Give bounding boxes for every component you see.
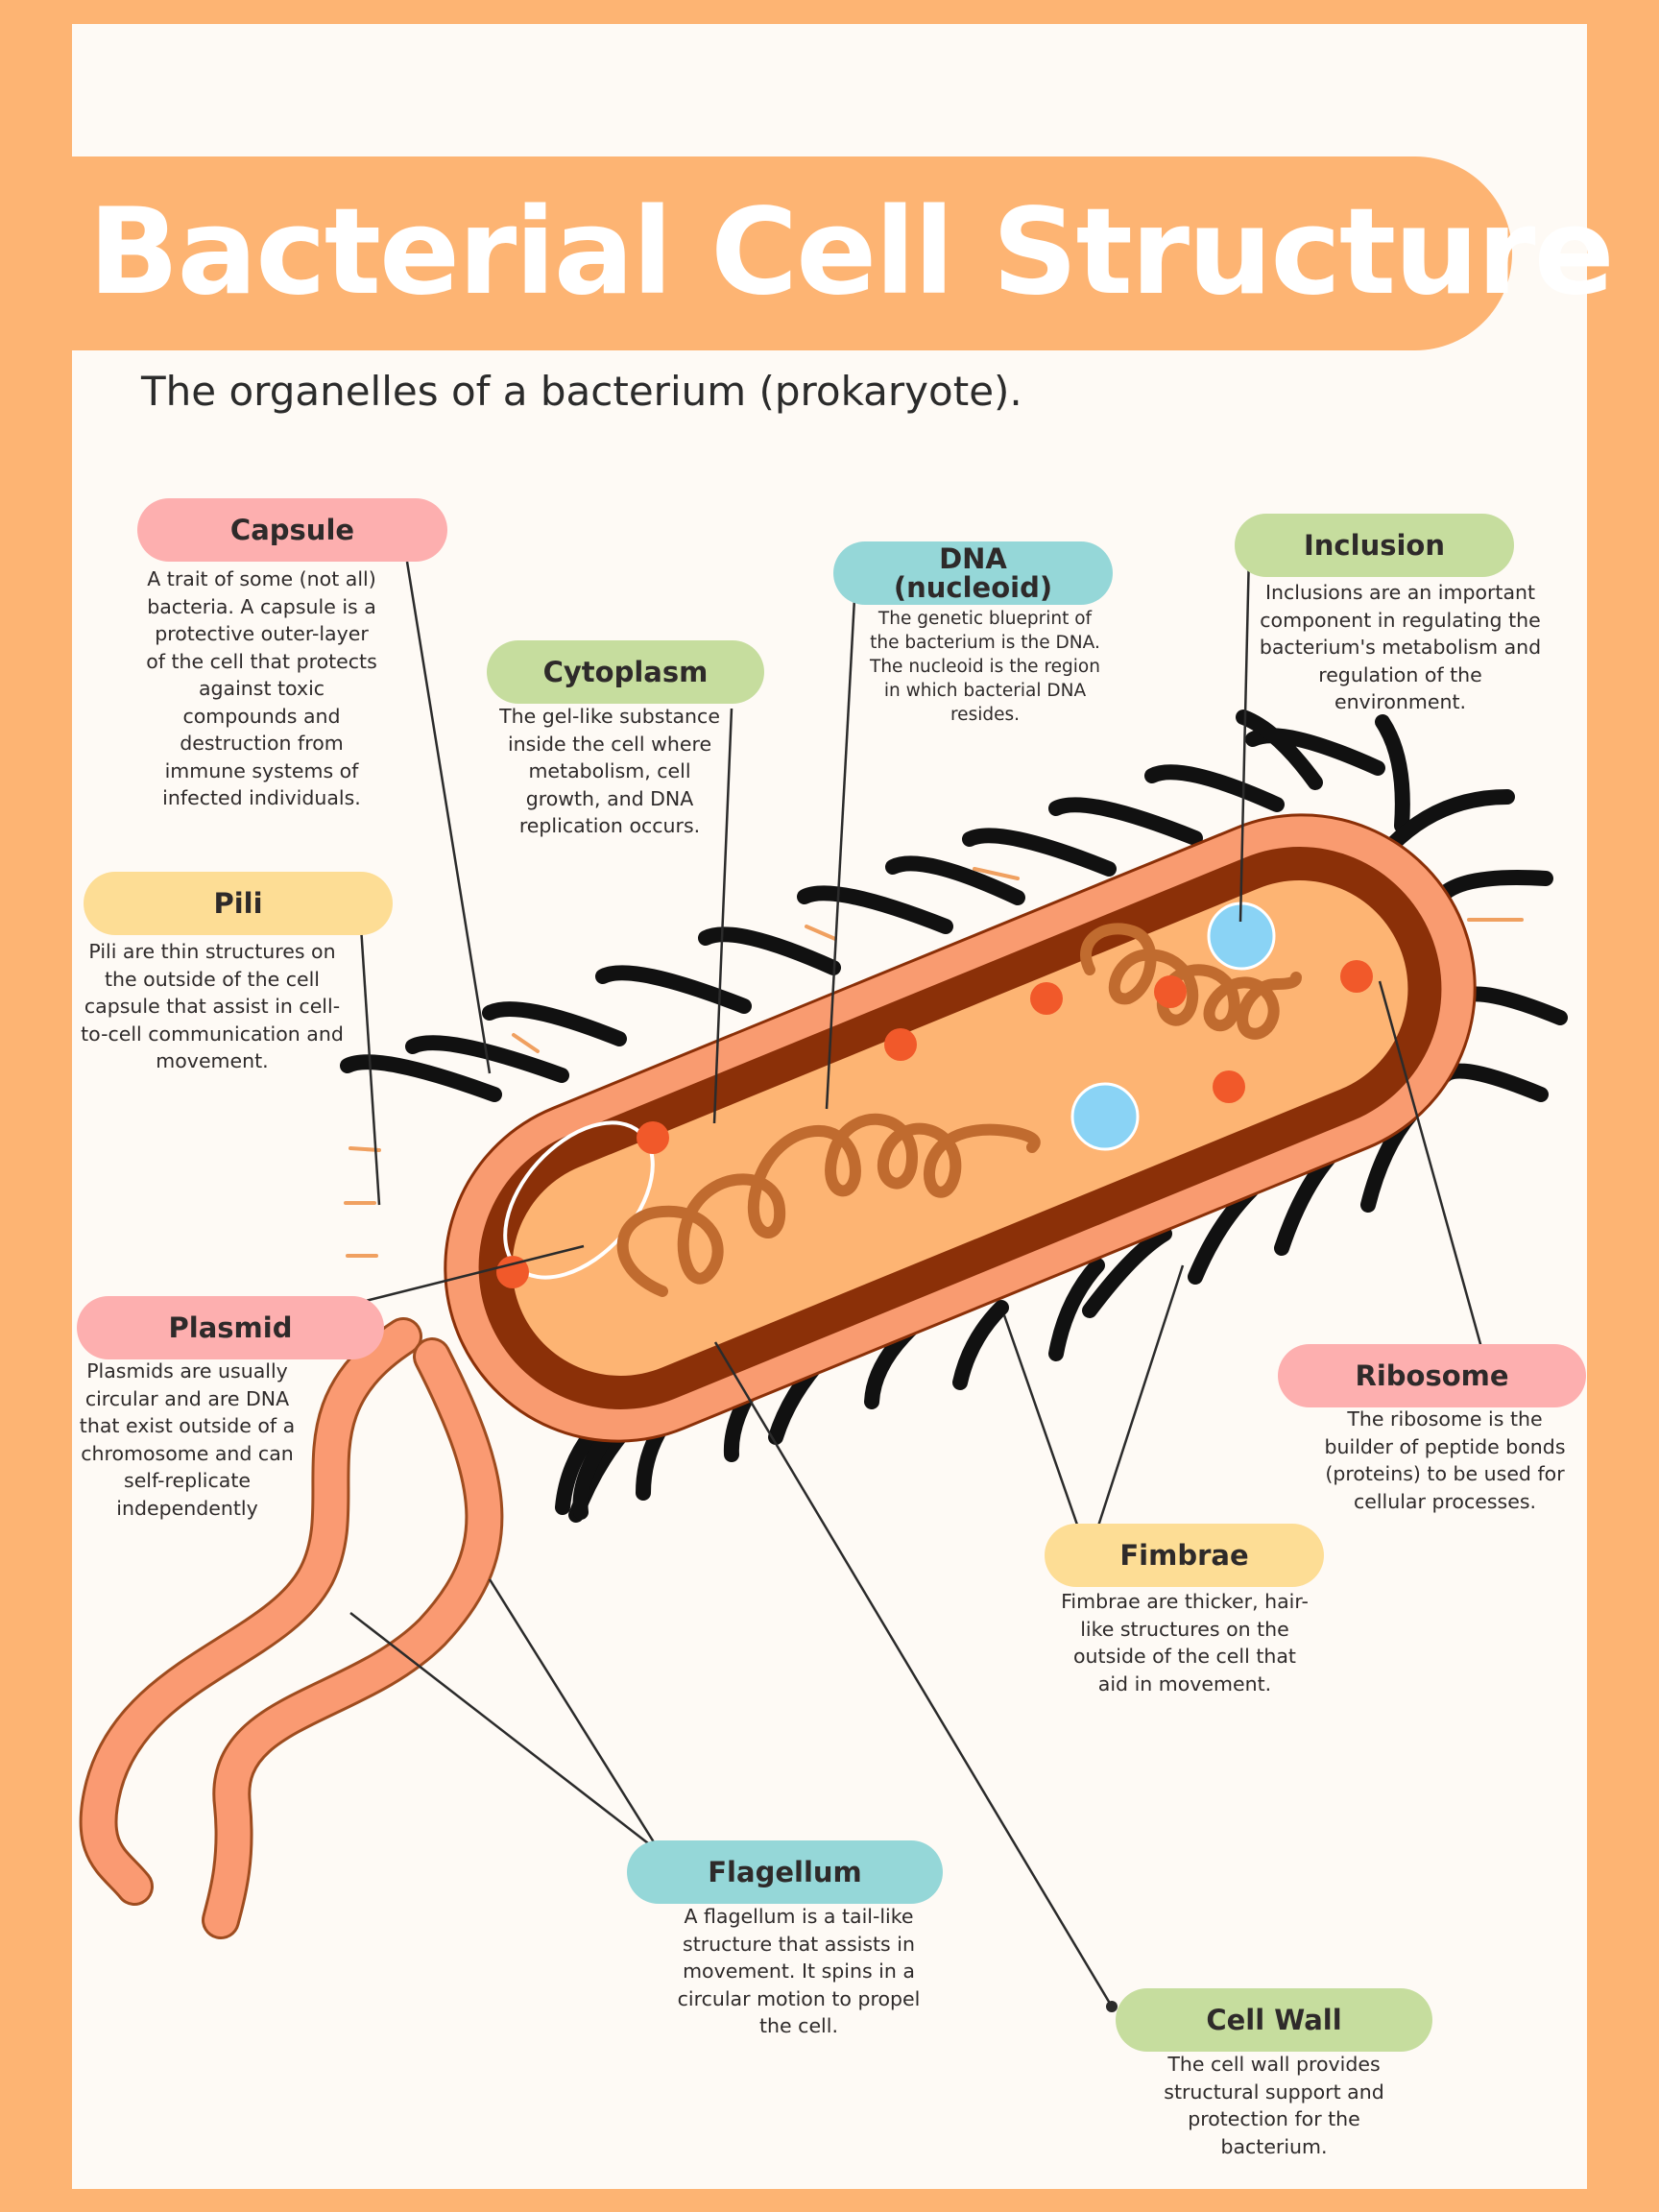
dna-description: The genetic blueprint of the bacterium i… xyxy=(870,609,1100,725)
plasmid-description: Plasmids are usually circular and are DN… xyxy=(79,1359,296,1520)
ribosomes xyxy=(496,960,1373,1288)
inclusions xyxy=(1070,902,1276,1151)
capsule-label: Capsule xyxy=(137,498,447,562)
poster-subtitle: The organelles of a bacterium (prokaryot… xyxy=(141,368,1022,415)
flagellum-label: Flagellum xyxy=(627,1840,943,1904)
title-banner xyxy=(72,156,1512,350)
dna-label: DNA (nucleoid) xyxy=(833,541,1113,605)
cell-wall-description: The cell wall provides structural suppor… xyxy=(1164,2053,1384,2158)
ribosome-label: Ribosome xyxy=(1278,1344,1586,1407)
inclusion-description: Inclusions are an important component in… xyxy=(1259,581,1542,713)
cytoplasm-description: The gel-like substance inside the cell w… xyxy=(499,705,720,837)
pili-strands xyxy=(344,867,1524,1258)
fimbrae-hooks xyxy=(340,709,1568,1523)
fimbrae-label: Fimbrae xyxy=(1045,1524,1324,1587)
inclusion-label: Inclusion xyxy=(1235,514,1514,577)
plasmid-label: Plasmid xyxy=(77,1296,384,1359)
ribosome-description: The ribosome is the builder of peptide b… xyxy=(1324,1407,1566,1513)
pili-description: Pili are thin structures on the outside … xyxy=(81,940,344,1072)
fimbrae-description: Fimbrae are thicker, hair-like structure… xyxy=(1061,1590,1309,1695)
cell-wall-label: Cell Wall xyxy=(1116,1988,1432,2052)
cytoplasm-label: Cytoplasm xyxy=(487,640,764,704)
flagella xyxy=(79,1317,504,1939)
cytoplasm-shape xyxy=(512,880,1408,1376)
capsule-description: A trait of some (not all) bacteria. A ca… xyxy=(146,567,377,809)
dna-nucleoid xyxy=(616,923,1302,1297)
poster-title: Bacterial Cell Structure xyxy=(88,183,1615,322)
flagellum-description: A flagellum is a tail-like structure tha… xyxy=(677,1905,921,2037)
pili-label: Pili xyxy=(84,872,393,935)
